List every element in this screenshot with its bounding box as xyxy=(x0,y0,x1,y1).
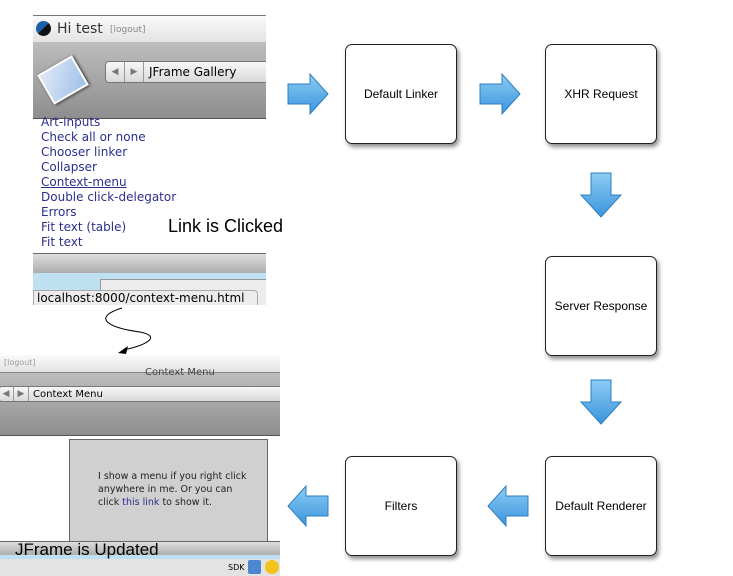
step-server-response: Server Response xyxy=(545,256,657,356)
status-bar-url: localhost:8000/context-menu.html xyxy=(33,290,258,305)
back-button[interactable]: ◀ xyxy=(0,387,14,401)
nav-title: JFrame Gallery xyxy=(149,65,237,79)
list-item[interactable]: Art-inputs xyxy=(41,115,101,129)
caption-link-clicked: Link is Clicked xyxy=(168,216,284,236)
window-toolbar xyxy=(0,373,280,436)
app-icon[interactable] xyxy=(265,560,279,574)
context-menu-screenshot: [logout] Context Menu ◀ ▶ Context Menu I… xyxy=(0,355,280,576)
panel-link[interactable]: this link xyxy=(122,497,160,508)
panel-text: I show a menu if you right click anywher… xyxy=(98,471,247,508)
dock-label: SDK xyxy=(228,563,245,572)
greeting: Hi test xyxy=(57,21,103,37)
arrow-left-icon xyxy=(287,484,329,528)
arrow-down-icon xyxy=(579,379,623,425)
forward-button[interactable]: ▶ xyxy=(14,387,29,401)
back-button[interactable]: ◀ xyxy=(106,62,125,82)
logout-link[interactable]: [logout] xyxy=(4,358,36,367)
gallery-screenshot: Hi test [logout] ◀ ▶ JFrame Gallery Art-… xyxy=(33,15,266,305)
list-item[interactable]: Double click-delegator xyxy=(41,190,177,204)
arrow-right-icon xyxy=(479,72,521,116)
arrow-left-icon xyxy=(487,484,529,528)
link-list: Art-inputs Check all or none Chooser lin… xyxy=(41,115,176,250)
curved-arrow xyxy=(105,307,152,354)
arrow-down-icon xyxy=(579,172,623,218)
nav-bar: ◀ ▶ JFrame Gallery xyxy=(105,61,266,83)
step-default-linker: Default Linker xyxy=(345,44,457,144)
list-item[interactable]: Fit text (table) xyxy=(41,220,127,234)
nav-bar: ◀ ▶ Context Menu xyxy=(0,386,280,402)
list-item[interactable]: Check all or none xyxy=(41,130,146,144)
list-item[interactable]: Errors xyxy=(41,205,77,219)
list-item-active[interactable]: Context-menu xyxy=(41,175,127,189)
app-logo-icon xyxy=(36,21,51,36)
step-filters: Filters xyxy=(345,456,457,556)
panel-text-end: to show it. xyxy=(162,497,212,508)
list-item[interactable]: Collapser xyxy=(41,160,97,174)
list-item[interactable]: Chooser linker xyxy=(41,145,128,159)
arrow-right-icon xyxy=(287,72,329,116)
step-default-renderer: Default Renderer xyxy=(545,456,657,556)
caption-jframe-updated: JFrame is Updated xyxy=(15,540,159,559)
step-xhr-request: XHR Request xyxy=(545,44,657,144)
window-title: Context Menu xyxy=(145,367,215,378)
dock-bar: SDK xyxy=(0,559,280,576)
finder-icon[interactable] xyxy=(248,560,261,574)
forward-button[interactable]: ▶ xyxy=(125,62,144,82)
logout-link[interactable]: [logout] xyxy=(110,25,146,35)
nav-title: Context Menu xyxy=(33,388,103,400)
list-item[interactable]: Fit text xyxy=(41,235,83,249)
